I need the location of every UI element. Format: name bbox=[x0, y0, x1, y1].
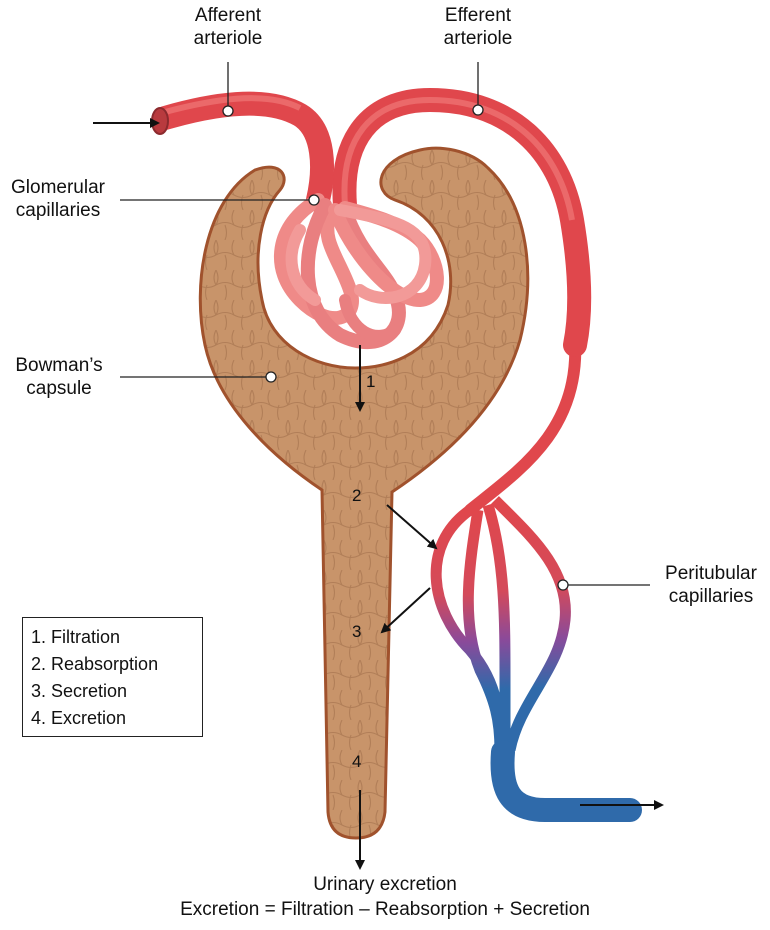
efferent-marker bbox=[472, 104, 484, 116]
bowmans-capsule bbox=[198, 146, 530, 840]
afferent-arteriole-label: Afferent arteriole bbox=[193, 5, 263, 49]
leader-lines bbox=[120, 62, 650, 591]
process-legend: 1. Filtration 2. Reabsorption 3. Secreti… bbox=[22, 617, 203, 737]
bowmans-capsule-label: Bowman’s capsule bbox=[15, 355, 103, 399]
efferent-arteriole-label: Efferent arteriole bbox=[443, 5, 513, 49]
glomerular-marker bbox=[308, 194, 320, 206]
secretion-arrow bbox=[380, 587, 431, 634]
reabsorption-arrow bbox=[386, 504, 438, 550]
caption: Urinary excretion Excretion = Filtration… bbox=[0, 872, 770, 922]
peritubular-capillaries-label: Peritubular capillaries bbox=[665, 563, 757, 607]
legend-item: 3. Secretion bbox=[31, 681, 128, 701]
afferent-marker bbox=[222, 105, 234, 117]
caption-excretion-formula: Excretion = Filtration – Reabsorption + … bbox=[180, 899, 590, 920]
legend-item: 1. Filtration bbox=[31, 627, 121, 647]
process-arrows bbox=[93, 118, 664, 870]
bowman-marker bbox=[265, 371, 277, 383]
legend-item: 4. Excretion bbox=[31, 708, 127, 728]
legend-item: 2. Reabsorption bbox=[31, 654, 159, 674]
caption-urinary-excretion: Urinary excretion bbox=[313, 874, 457, 895]
peritubular-marker bbox=[557, 579, 569, 591]
step-2-number: 2 bbox=[352, 486, 362, 505]
step-3-number: 3 bbox=[352, 622, 362, 641]
glomerular-capillaries-label: Glomerular capillaries bbox=[11, 177, 105, 221]
step-4-number: 4 bbox=[352, 752, 362, 771]
step-1-number: 1 bbox=[366, 372, 376, 391]
efferent-arteriole bbox=[332, 87, 592, 357]
glomerular-capillaries bbox=[273, 193, 444, 350]
peritubular-capillaries bbox=[430, 334, 642, 822]
